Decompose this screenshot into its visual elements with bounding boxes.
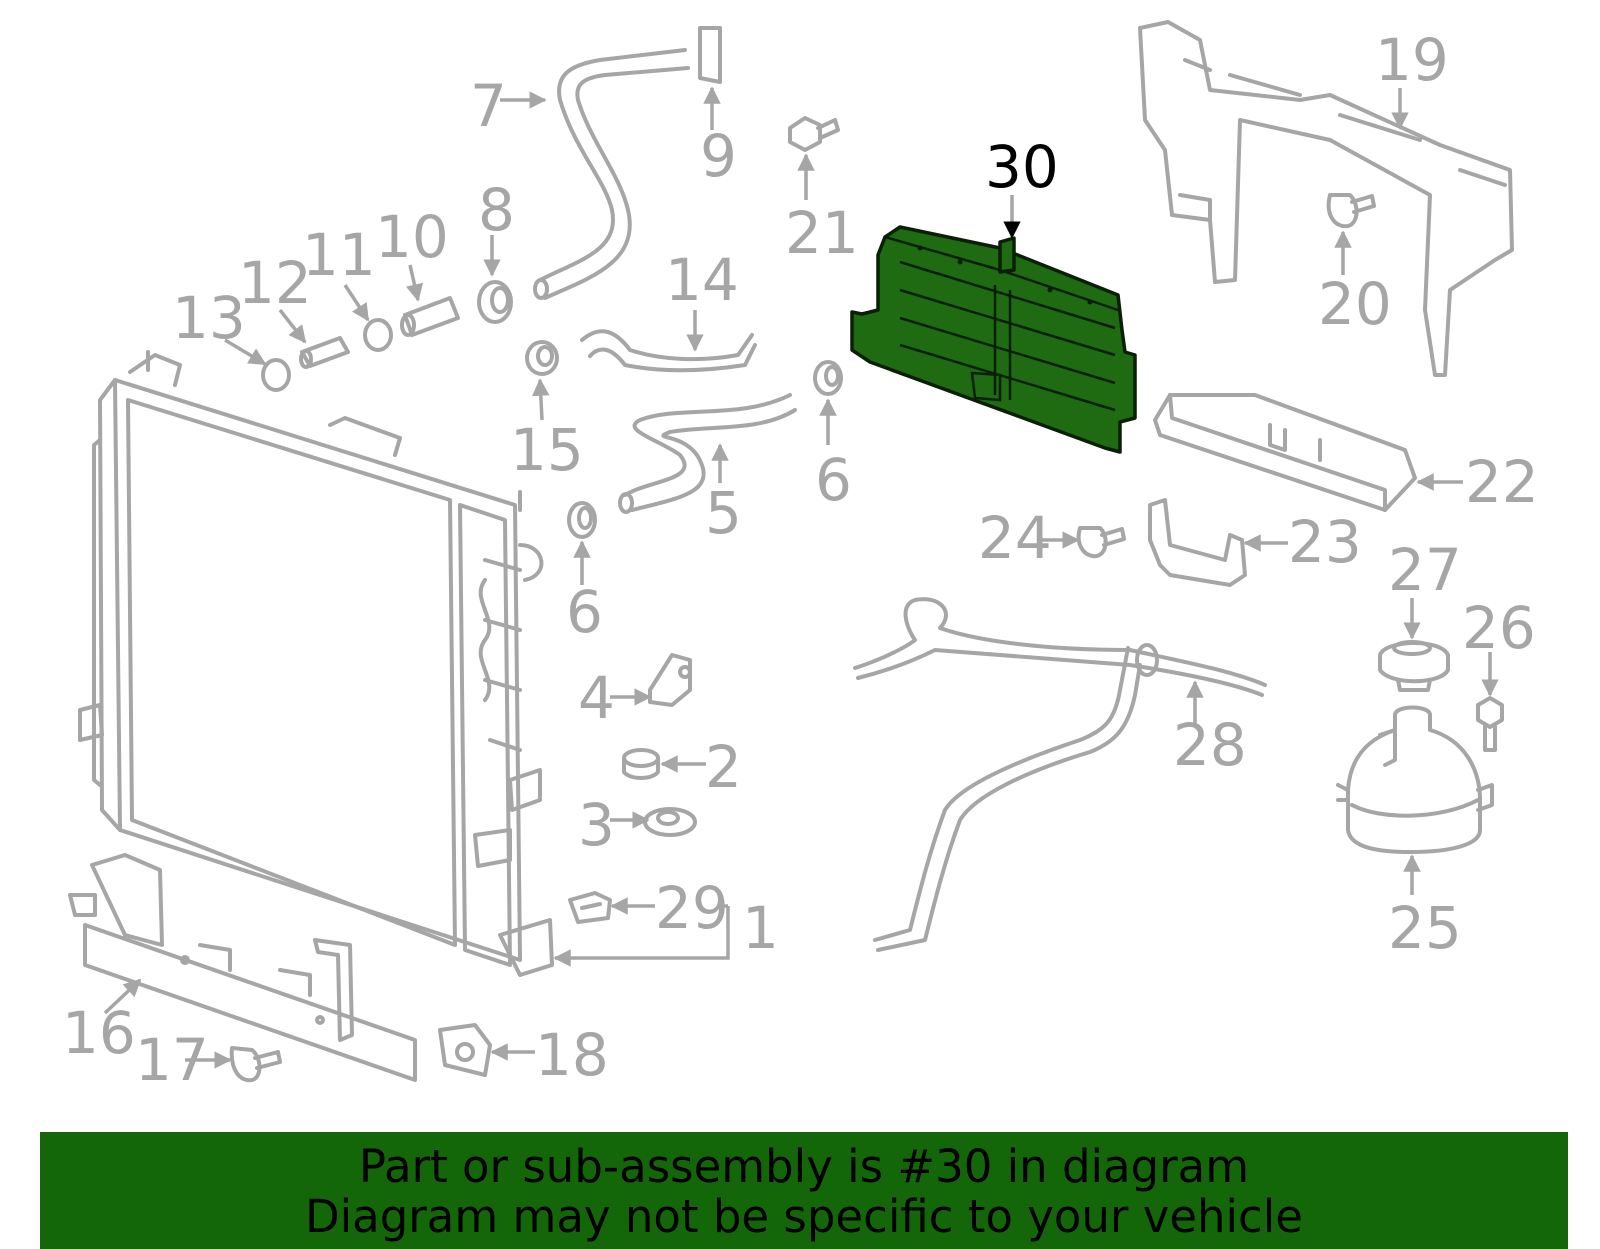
clamp-part-8[interactable]	[477, 280, 513, 324]
callout-12: 12	[238, 249, 312, 317]
sensor-part-29[interactable]	[568, 891, 612, 924]
callout-27: 27	[1388, 536, 1462, 604]
callout-5: 5	[705, 479, 742, 547]
lower-deflector-part-16[interactable]	[68, 853, 417, 1082]
callout-9: 9	[700, 122, 737, 190]
callout-29: 29	[655, 874, 729, 942]
callout-19: 19	[1375, 26, 1449, 94]
grommet-part-2[interactable]	[622, 748, 660, 780]
lower-hose-part-5[interactable]	[618, 393, 797, 514]
callout-17: 17	[135, 1026, 209, 1094]
upper-bracket-part-19[interactable]	[1138, 20, 1514, 377]
lower-shield-part-22[interactable]	[1153, 393, 1417, 512]
callout-30: 30	[985, 133, 1059, 201]
clamp-part-6-lower[interactable]	[567, 501, 597, 539]
push-pin-part-20[interactable]	[1326, 193, 1376, 229]
banner-line-1: Part or sub-assembly is #30 in diagram	[358, 1140, 1250, 1193]
callout-3: 3	[578, 791, 615, 859]
callout-18: 18	[535, 1021, 609, 1089]
clamp-part-11[interactable]	[363, 318, 393, 352]
callout-28: 28	[1173, 711, 1247, 779]
callout-21: 21	[785, 199, 859, 267]
bolt-part-21[interactable]	[788, 116, 840, 152]
fitting-part-10[interactable]	[400, 296, 460, 337]
clamp-part-13[interactable]	[261, 358, 291, 392]
overflow-hose-part-28[interactable]	[853, 597, 1267, 952]
fitting-part-12[interactable]	[299, 336, 350, 369]
callout-16: 16	[62, 999, 136, 1067]
callout-6-upper: 6	[815, 446, 852, 514]
callout-23: 23	[1288, 508, 1362, 576]
callout-22: 22	[1465, 448, 1539, 516]
bolt-part-26[interactable]	[1476, 696, 1504, 752]
callout-25: 25	[1388, 894, 1462, 962]
push-pin-part-17[interactable]	[229, 1046, 282, 1083]
callout-15: 15	[510, 416, 584, 484]
info-banner: Part or sub-assembly is #30 in diagram D…	[40, 1132, 1568, 1249]
callout-2: 2	[705, 733, 742, 801]
grommet-part-3[interactable]	[643, 807, 697, 837]
callout-24: 24	[978, 504, 1052, 572]
callout-7: 7	[470, 72, 507, 140]
clip-part-18[interactable]	[438, 1023, 492, 1077]
hose-part-14[interactable]	[580, 329, 757, 373]
callout-8: 8	[478, 176, 515, 244]
upper-hose-part-7[interactable]	[533, 48, 690, 300]
callout-10: 10	[375, 203, 449, 271]
callout-11: 11	[302, 221, 376, 289]
callout-14: 14	[665, 246, 739, 314]
active-grille-shutter-part-30[interactable]	[850, 225, 1137, 454]
callout-13: 13	[172, 284, 246, 352]
callout-20: 20	[1318, 270, 1392, 338]
callout-4: 4	[578, 664, 615, 732]
callout-1: 1	[742, 894, 779, 962]
callout-6-lower: 6	[566, 578, 603, 646]
bracket-part-4[interactable]	[648, 653, 692, 707]
radiator-part-1[interactable]	[78, 350, 554, 977]
banner-line-2: Diagram may not be specific to your vehi…	[305, 1190, 1303, 1243]
callout-26: 26	[1462, 594, 1536, 662]
tag-part-9[interactable]	[698, 26, 722, 84]
reservoir-cap-part-27[interactable]	[1378, 640, 1450, 692]
clamp-part-15[interactable]	[525, 340, 559, 376]
coolant-reservoir-part-25[interactable]	[1336, 705, 1494, 854]
clamp-part-6-upper[interactable]	[813, 360, 843, 396]
bracket-part-23[interactable]	[1148, 498, 1247, 587]
push-pin-part-24[interactable]	[1076, 526, 1126, 559]
